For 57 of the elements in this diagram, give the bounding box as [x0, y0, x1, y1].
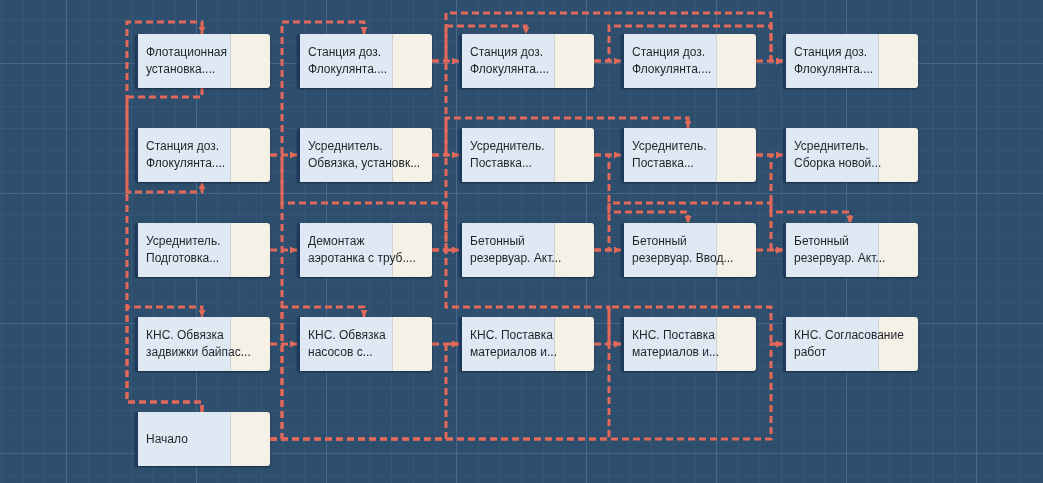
task-card — [459, 317, 594, 371]
task-card — [135, 317, 270, 371]
dependency-arrow — [125, 88, 206, 194]
task-card — [297, 317, 432, 371]
task-title: Станция доз. Флокулянта.... — [308, 44, 389, 78]
dependency-arrow — [432, 24, 530, 157]
task-title: Усреднитель. Поставка... — [632, 138, 708, 172]
task-title: Станция доз. Флокулянта.... — [470, 44, 551, 78]
task-title: КНС. Поставка материалов и... — [632, 327, 720, 361]
task-card — [297, 128, 432, 182]
dependency-arrow — [594, 24, 783, 65]
task-card — [621, 128, 756, 182]
task-card — [135, 34, 270, 88]
task-card — [297, 223, 432, 277]
task-card — [621, 223, 756, 277]
task-title: КНС. Поставка материалов и... — [470, 327, 558, 361]
task-title: Усреднитель. Сборка новой... — [794, 138, 883, 172]
dependency-arrow — [270, 340, 297, 348]
task-title: Станция доз. Флокулянта.... — [146, 138, 227, 172]
dependency-arrow — [756, 153, 854, 223]
task-title: Демонтаж аэротанка с труб.... — [308, 233, 417, 267]
task-card — [783, 223, 918, 277]
dependency-arrow — [270, 340, 783, 441]
dependency-arrow — [594, 305, 783, 348]
task-card — [459, 34, 594, 88]
task-title: Флотационная установка.... — [146, 44, 228, 78]
task-card — [135, 128, 270, 182]
task-title: Начало — [146, 430, 189, 448]
task-title: КНС. Обвязка задвижки байпас... — [146, 327, 252, 361]
task-title: Бетонный резервуар. Акт... — [470, 233, 563, 267]
dependency-arrow — [270, 153, 459, 254]
task-card — [621, 34, 756, 88]
task-title: Бетонный резервуар. Ввод... — [632, 233, 735, 267]
task-title: Бетонный резервуар. Акт... — [794, 233, 887, 267]
task-title: Усреднитель. Обвязка, установк... — [308, 138, 422, 172]
task-card — [297, 34, 432, 88]
task-card — [621, 317, 756, 371]
task-card — [783, 34, 918, 88]
task-title: Станция доз. Флокулянта.... — [632, 44, 713, 78]
dependency-arrow — [125, 20, 206, 412]
dependency-arrow — [756, 246, 783, 254]
task-title: Усреднитель. Поставка... — [470, 138, 546, 172]
task-card — [135, 223, 270, 277]
dependency-arrow — [270, 246, 297, 254]
task-title: Усреднитель. Подготовка... — [146, 233, 222, 267]
dependency-arrow — [594, 201, 783, 254]
task-title: Станция доз. Флокулянта.... — [794, 44, 875, 78]
dependency-arrow — [594, 153, 692, 223]
dependency-arrow — [432, 248, 621, 348]
task-title: КНС. Обвязка насосов с... — [308, 327, 387, 361]
task-title: КНС. Согласование работ — [794, 327, 905, 361]
task-card — [459, 128, 594, 182]
task-card — [135, 412, 270, 466]
task-card — [783, 317, 918, 371]
task-card — [459, 223, 594, 277]
dependency-arrow — [432, 340, 459, 348]
task-card — [783, 128, 918, 182]
